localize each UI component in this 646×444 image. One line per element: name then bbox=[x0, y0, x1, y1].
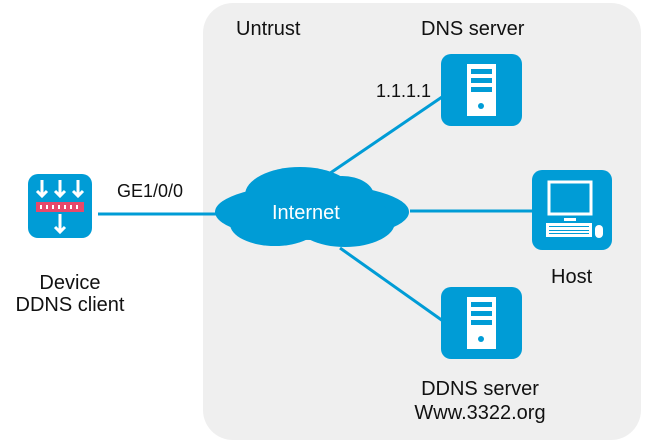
link-internet-dns bbox=[319, 95, 443, 182]
internet-cloud-icon bbox=[215, 167, 409, 247]
ddns-domain-label: Www.3322.org bbox=[414, 402, 546, 424]
dns-server-label: DNS server bbox=[421, 18, 525, 40]
dns-ip-label: 1.1.1.1 bbox=[376, 81, 432, 101]
zone-label: Untrust bbox=[236, 18, 301, 40]
device-firewall-icon[interactable] bbox=[28, 174, 92, 238]
host-label: Host bbox=[551, 266, 593, 288]
interface-label: GE1/0/0 bbox=[117, 181, 184, 201]
link-internet-ddns bbox=[339, 246, 444, 323]
ddns-server-label: DDNS server bbox=[421, 378, 539, 400]
internet-label: Internet bbox=[272, 202, 340, 224]
device-label: Device bbox=[39, 272, 101, 294]
device-role-label: DDNS client bbox=[15, 294, 125, 316]
host-pc-icon[interactable] bbox=[532, 170, 612, 250]
dns-server-icon[interactable] bbox=[441, 54, 522, 126]
ddns-server-icon[interactable] bbox=[441, 287, 522, 359]
